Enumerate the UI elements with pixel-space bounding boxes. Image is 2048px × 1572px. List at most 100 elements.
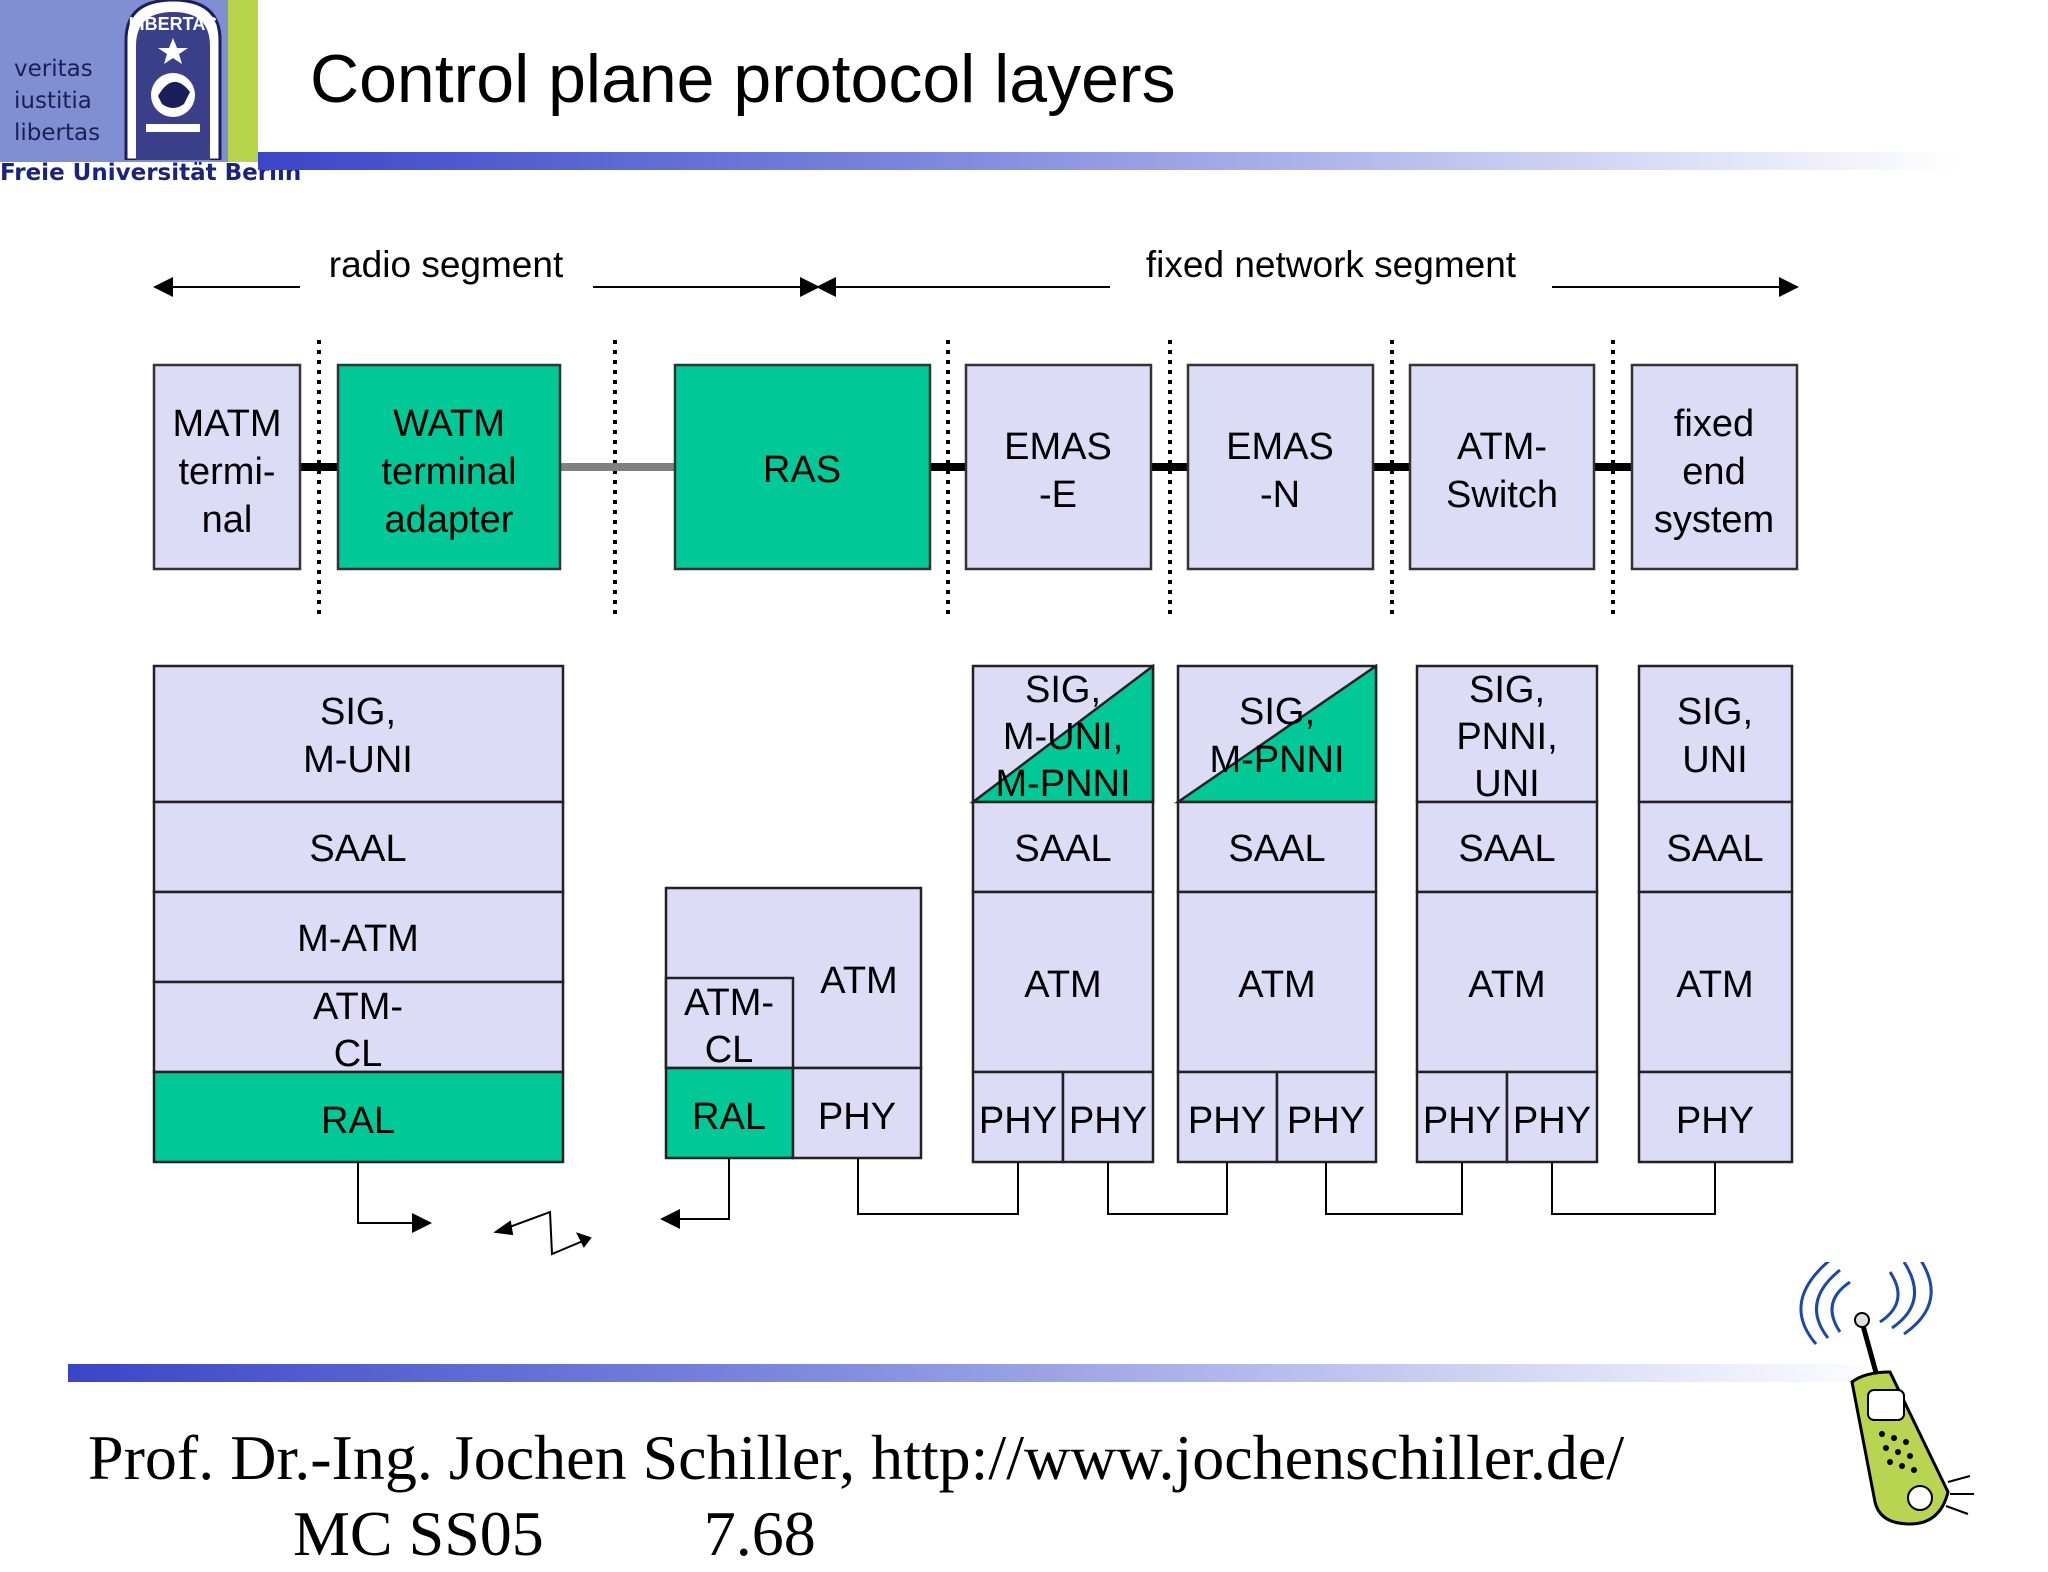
layer-atm [1176,890,1378,1074]
device-label: -E [1039,474,1077,516]
layer-label: ATM- [313,986,403,1028]
segment-arrows: radio segment fixed network segment [153,244,1799,297]
layer-label: SAAL [1458,828,1555,870]
device-ras [673,363,932,571]
layer-saal [1176,800,1378,894]
logo-word-libertas: libertas [14,120,101,146]
layer-label: PHY [979,1100,1057,1142]
logo-stripe [228,0,258,162]
wire-switch-fixed [1551,1162,1716,1215]
fixed-end-system-stack: SIG, UNI SAAL ATM PHY [1637,664,1794,1164]
radio-link-terminal [357,1162,432,1233]
device-label: termi- [178,451,275,493]
terminal-stack: SIG, M-UNI SAAL M-ATM ATM- CL RAL [152,664,565,1164]
layer-label: M-UNI, [1003,716,1123,758]
wire-emas-e-emas-n [1107,1162,1228,1215]
device-watm-terminal-adapter [336,363,562,571]
segment-separators [317,340,1615,620]
device-label: WATM [393,403,505,445]
layer-label: PHY [818,1096,896,1138]
layer-label: SIG, [1677,691,1753,733]
device-label: EMAS [1004,426,1112,468]
layer-sig [1637,664,1794,804]
layer-atm-cl [664,976,795,1070]
layer-label: PHY [1287,1100,1365,1142]
device-label: terminal [381,451,516,493]
footer-line-author: Prof. Dr.-Ing. Jochen Schiller, http://w… [88,1422,1625,1493]
layer-label: ATM [1238,964,1315,1006]
device-label: system [1654,499,1774,541]
device-matm-terminal [152,363,302,571]
device-label: nal [202,499,253,541]
device-label: EMAS [1226,426,1334,468]
layer-label: SAAL [309,828,406,870]
layer-label: M-PNNI [995,763,1130,805]
mobile-phone-icon [1799,1262,1974,1526]
layer-label: ATM- [684,982,774,1024]
slide-title: Control plane protocol layers [310,41,1176,117]
layer-label: PHY [1069,1100,1147,1142]
layer-label: ATM [1024,964,1101,1006]
layer-saal [1415,800,1599,894]
layer-label: RAL [321,1100,395,1142]
emas-n-stack: SIG, M-PNNI SAAL ATM PHY PHY [1173,663,1378,1164]
fixed-segment-label: fixed network segment [1146,244,1517,285]
logo-word-veritas: veritas [14,56,93,82]
device-label: fixed [1674,403,1754,445]
logo-word-iustitia: iustitia [14,88,92,114]
radio-segment-label: radio segment [329,244,564,285]
device-label: -N [1260,474,1300,516]
radio-zigzag-icon [493,1210,592,1256]
protocol-diagram: radio segment fixed network segment MATM… [152,244,1799,1256]
layer-saal [971,800,1155,894]
device-emas-n [1186,363,1375,571]
device-label: end [1682,451,1745,493]
layer-label: M-UNI [303,739,413,781]
wire-emas-n-switch [1325,1162,1463,1215]
layer-label: PHY [1513,1100,1591,1142]
device-label: Switch [1446,474,1558,516]
device-atm-switch [1408,363,1596,571]
layer-label: ATM [1468,964,1545,1006]
layer-label: ATM [1676,964,1753,1006]
layer-label: M-PNNI [1209,739,1344,781]
device-emas-e [964,363,1153,571]
device-label: RAS [763,449,841,491]
layer-label: SIG, [320,691,396,733]
layer-label: SAAL [1666,828,1763,870]
slide-footer: Prof. Dr.-Ing. Jochen Schiller, http://w… [88,1420,1624,1572]
layer-phy [1061,1070,1155,1164]
device-fixed-end-system [1630,363,1799,571]
device-label: adapter [385,499,514,541]
layer-atm-cl [152,980,565,1074]
layer-label: M-ATM [297,918,419,960]
university-name: Freie Universität Berlin [0,160,302,186]
layer-label: PHY [1188,1100,1266,1142]
wire-ras-emas-e [857,1158,1019,1215]
radio-link-ras [660,1158,730,1229]
layer-atm [1415,890,1599,1074]
layer-ral [664,1066,795,1160]
ras-stack: ATM ATM- CL RAL PHY [664,886,923,1160]
layer-ral [152,1070,565,1164]
layer-saal [1637,800,1794,894]
layer-m-atm [152,890,565,984]
physical-connections [357,1158,1716,1233]
layer-sig-m-uni [152,664,565,804]
layer-label: UNI [1682,739,1747,781]
layer-phy [1275,1070,1378,1164]
layer-phy [1637,1070,1794,1164]
layer-label: RAL [692,1096,766,1138]
layer-phy [1505,1070,1599,1164]
layer-label: UNI [1474,763,1539,805]
layer-label: SAAL [1228,828,1325,870]
layer-label: SIG, [1469,669,1545,711]
layer-phy [971,1070,1065,1164]
layer-label: SIG, [1239,691,1315,733]
title-underline-bar [258,152,1958,170]
layer-label: PHY [1423,1100,1501,1142]
layer-phy [791,1066,923,1160]
footer-bar [68,1364,1888,1382]
emas-e-stack: SIG, M-UNI, M-PNNI SAAL ATM PHY PHY [969,663,1155,1164]
layer-label: ATM [820,960,897,1002]
